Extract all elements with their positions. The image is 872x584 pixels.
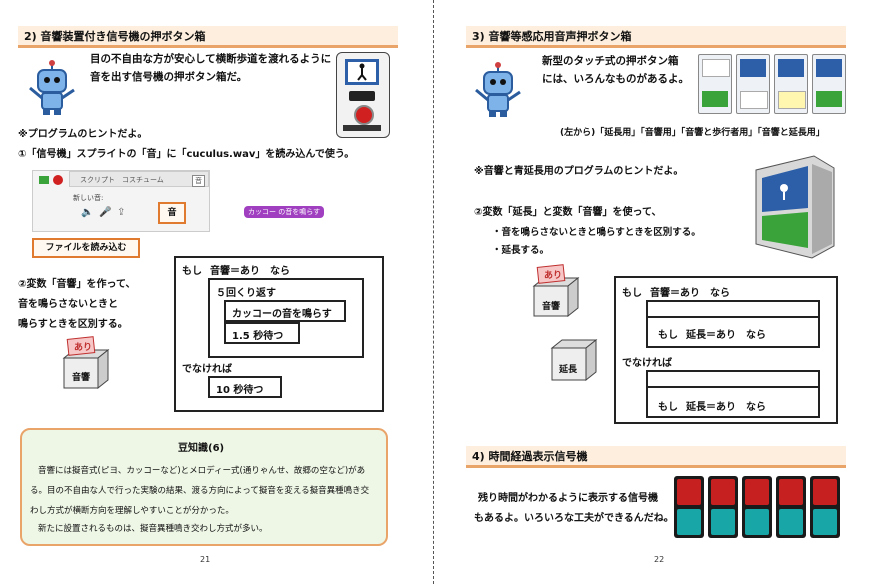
panel-caption: (左から)「延長用」「音響用」「音響と歩行者用」「音響と延長用」	[560, 128, 825, 138]
speaker-icon[interactable]: 🔈	[81, 207, 94, 218]
pedestrian-crossing-icon	[345, 59, 379, 85]
right-bullet1: ・音を鳴らさないときと鳴らすときを区別する。	[492, 227, 701, 238]
variable-crate-icon-extension	[550, 338, 598, 382]
page-divider	[433, 0, 434, 584]
trivia-line4: 新たに設置されるものは、擬音異種鳴き交わし方式が多い。	[38, 524, 268, 534]
push-button-box-image	[336, 52, 390, 138]
right-intro-line2: には、いろんなものがあるよ。	[542, 73, 689, 85]
countdown-signal-1	[674, 476, 704, 538]
new-sound-label: 新しい音:	[73, 194, 104, 202]
green-flag-icon[interactable]	[39, 176, 49, 184]
right-inner-if-label-2: もし	[658, 402, 678, 413]
trivia-line1: 音響には擬音式(ピヨ、カッコーなど)とメロディー式(通りゃんせ、故郷の空など)が…	[38, 466, 366, 476]
section-title-4: 4) 時間経過表示信号機	[466, 446, 846, 468]
countdown-signal-3	[742, 476, 772, 538]
countdown-signal-5	[810, 476, 840, 538]
left-intro-line1: 目の不自由な方が安心して横断歩道を渡れるように	[90, 53, 332, 65]
trivia-line3: わし方式が横断方向を理解しやすいことが分かった。	[30, 506, 234, 516]
section-title-3: 3) 音響等感応用音声押ボタン箱	[466, 26, 846, 48]
right-else-label: でなければ	[622, 358, 672, 369]
right-inner-if-condition: 延長＝あり なら	[686, 330, 766, 341]
right-inner-if-header	[646, 300, 820, 318]
s4-line2: もあるよ。いろいろな工夫ができるんだね。	[474, 513, 674, 524]
panel-sound-pedestrian	[774, 54, 808, 114]
variable-crate-icon	[62, 336, 110, 390]
else-label: でなければ	[182, 364, 232, 375]
left-step2-line1: ②変数「音響」を作って、	[18, 279, 136, 290]
left-step2-line3: 鳴らすときを区別する。	[18, 319, 128, 330]
crate-label: 音響	[71, 373, 90, 383]
right-inner-if-label: もし	[658, 330, 678, 341]
if-condition: 音響＝あり なら	[210, 266, 290, 277]
trivia-note	[20, 428, 388, 546]
callout-sound: 音	[158, 202, 186, 224]
tab-sound[interactable]: 音	[192, 175, 205, 187]
left-step1: ①「信号機」スプライトの「音」に「cuculus.wav」を読み込んで使う。	[18, 149, 355, 160]
trivia-title: 豆知識(6)	[178, 443, 225, 454]
robot-icon	[29, 60, 75, 115]
left-intro-line2: 音を出す信号機の押ボタン箱だ。	[90, 71, 248, 83]
microphone-icon[interactable]: 🎤	[99, 207, 112, 218]
if-label: もし	[182, 266, 202, 277]
play-sound-label: カッコーの音を鳴らす	[232, 309, 332, 320]
page-number-left: 21	[200, 555, 211, 564]
right-intro-line1: 新型のタッチ式の押ボタン箱	[542, 55, 679, 67]
panel-sound	[736, 54, 770, 114]
repeat-label: ５回くり返す	[216, 288, 276, 299]
robot-icon-2	[475, 62, 521, 117]
s4-line1: 残り時間がわかるように表示する信号機	[478, 493, 658, 504]
sprite-sound-block[interactable]: カッコー の音を鳴らす	[244, 206, 325, 218]
left-hint: ※プログラムのヒントだよ。	[18, 129, 148, 140]
countdown-signal-2	[708, 476, 738, 538]
variable-crate-icon-sound	[532, 264, 580, 318]
crate-label-sound: 音響	[541, 302, 560, 312]
right-if-label: もし	[622, 288, 642, 299]
right-page: 3) 音響等感応用音声押ボタン箱 新型のタッチ式の押ボタン箱 には、いろんなもの…	[436, 0, 872, 584]
countdown-signal-4	[776, 476, 806, 538]
section-title-2: 2) 音響装置付き信号機の押ボタン箱	[18, 26, 398, 48]
right-if-condition: 音響＝あり なら	[650, 288, 730, 299]
wait-label-1: 1.5 秒待つ	[232, 331, 284, 342]
right-inner-if-condition-2: 延長＝あり なら	[686, 402, 766, 413]
panel-extension	[698, 54, 732, 114]
page-number-right: 22	[654, 555, 665, 564]
wait-block-1	[224, 322, 300, 344]
push-button-box-3d-image	[755, 155, 835, 259]
left-page: 2) 音響装置付き信号機の押ボタン箱 目の不自由な方が安心して横断歩道を渡れるよ…	[0, 0, 432, 584]
panel-sound-extension	[812, 54, 846, 114]
right-inner-if-header-2	[646, 370, 820, 388]
right-step2-line1: ②変数「延長」と変数「音響」を使って、	[474, 207, 662, 218]
left-step2-line2: 音を鳴らさないときと	[18, 299, 118, 310]
wait-label-2: 10 秒待つ	[216, 385, 264, 396]
editor-tabs: スクリプト コスチューム 音	[69, 171, 209, 187]
crate-label-extension: 延長	[558, 365, 577, 375]
tab-script[interactable]: スクリプト	[80, 176, 115, 184]
trivia-line2: る。目の不自由な人で行った実験の結果、渡る方向によって擬音を変える擬音異種鳴き交	[30, 486, 370, 496]
tab-costume[interactable]: コスチューム	[122, 176, 164, 184]
callout-file: ファイルを読み込む	[32, 238, 140, 258]
wait-block-2	[208, 376, 282, 398]
stop-icon[interactable]	[53, 175, 63, 185]
right-bullet2: ・延長する。	[492, 245, 550, 256]
right-hint: ※音響と青延長用のプログラムのヒントだよ。	[474, 166, 684, 177]
crate-flag-right: あり	[543, 271, 562, 281]
crate-flag: あり	[73, 343, 92, 353]
play-sound-block	[224, 300, 346, 322]
upload-icon[interactable]: ⇪	[117, 207, 126, 218]
